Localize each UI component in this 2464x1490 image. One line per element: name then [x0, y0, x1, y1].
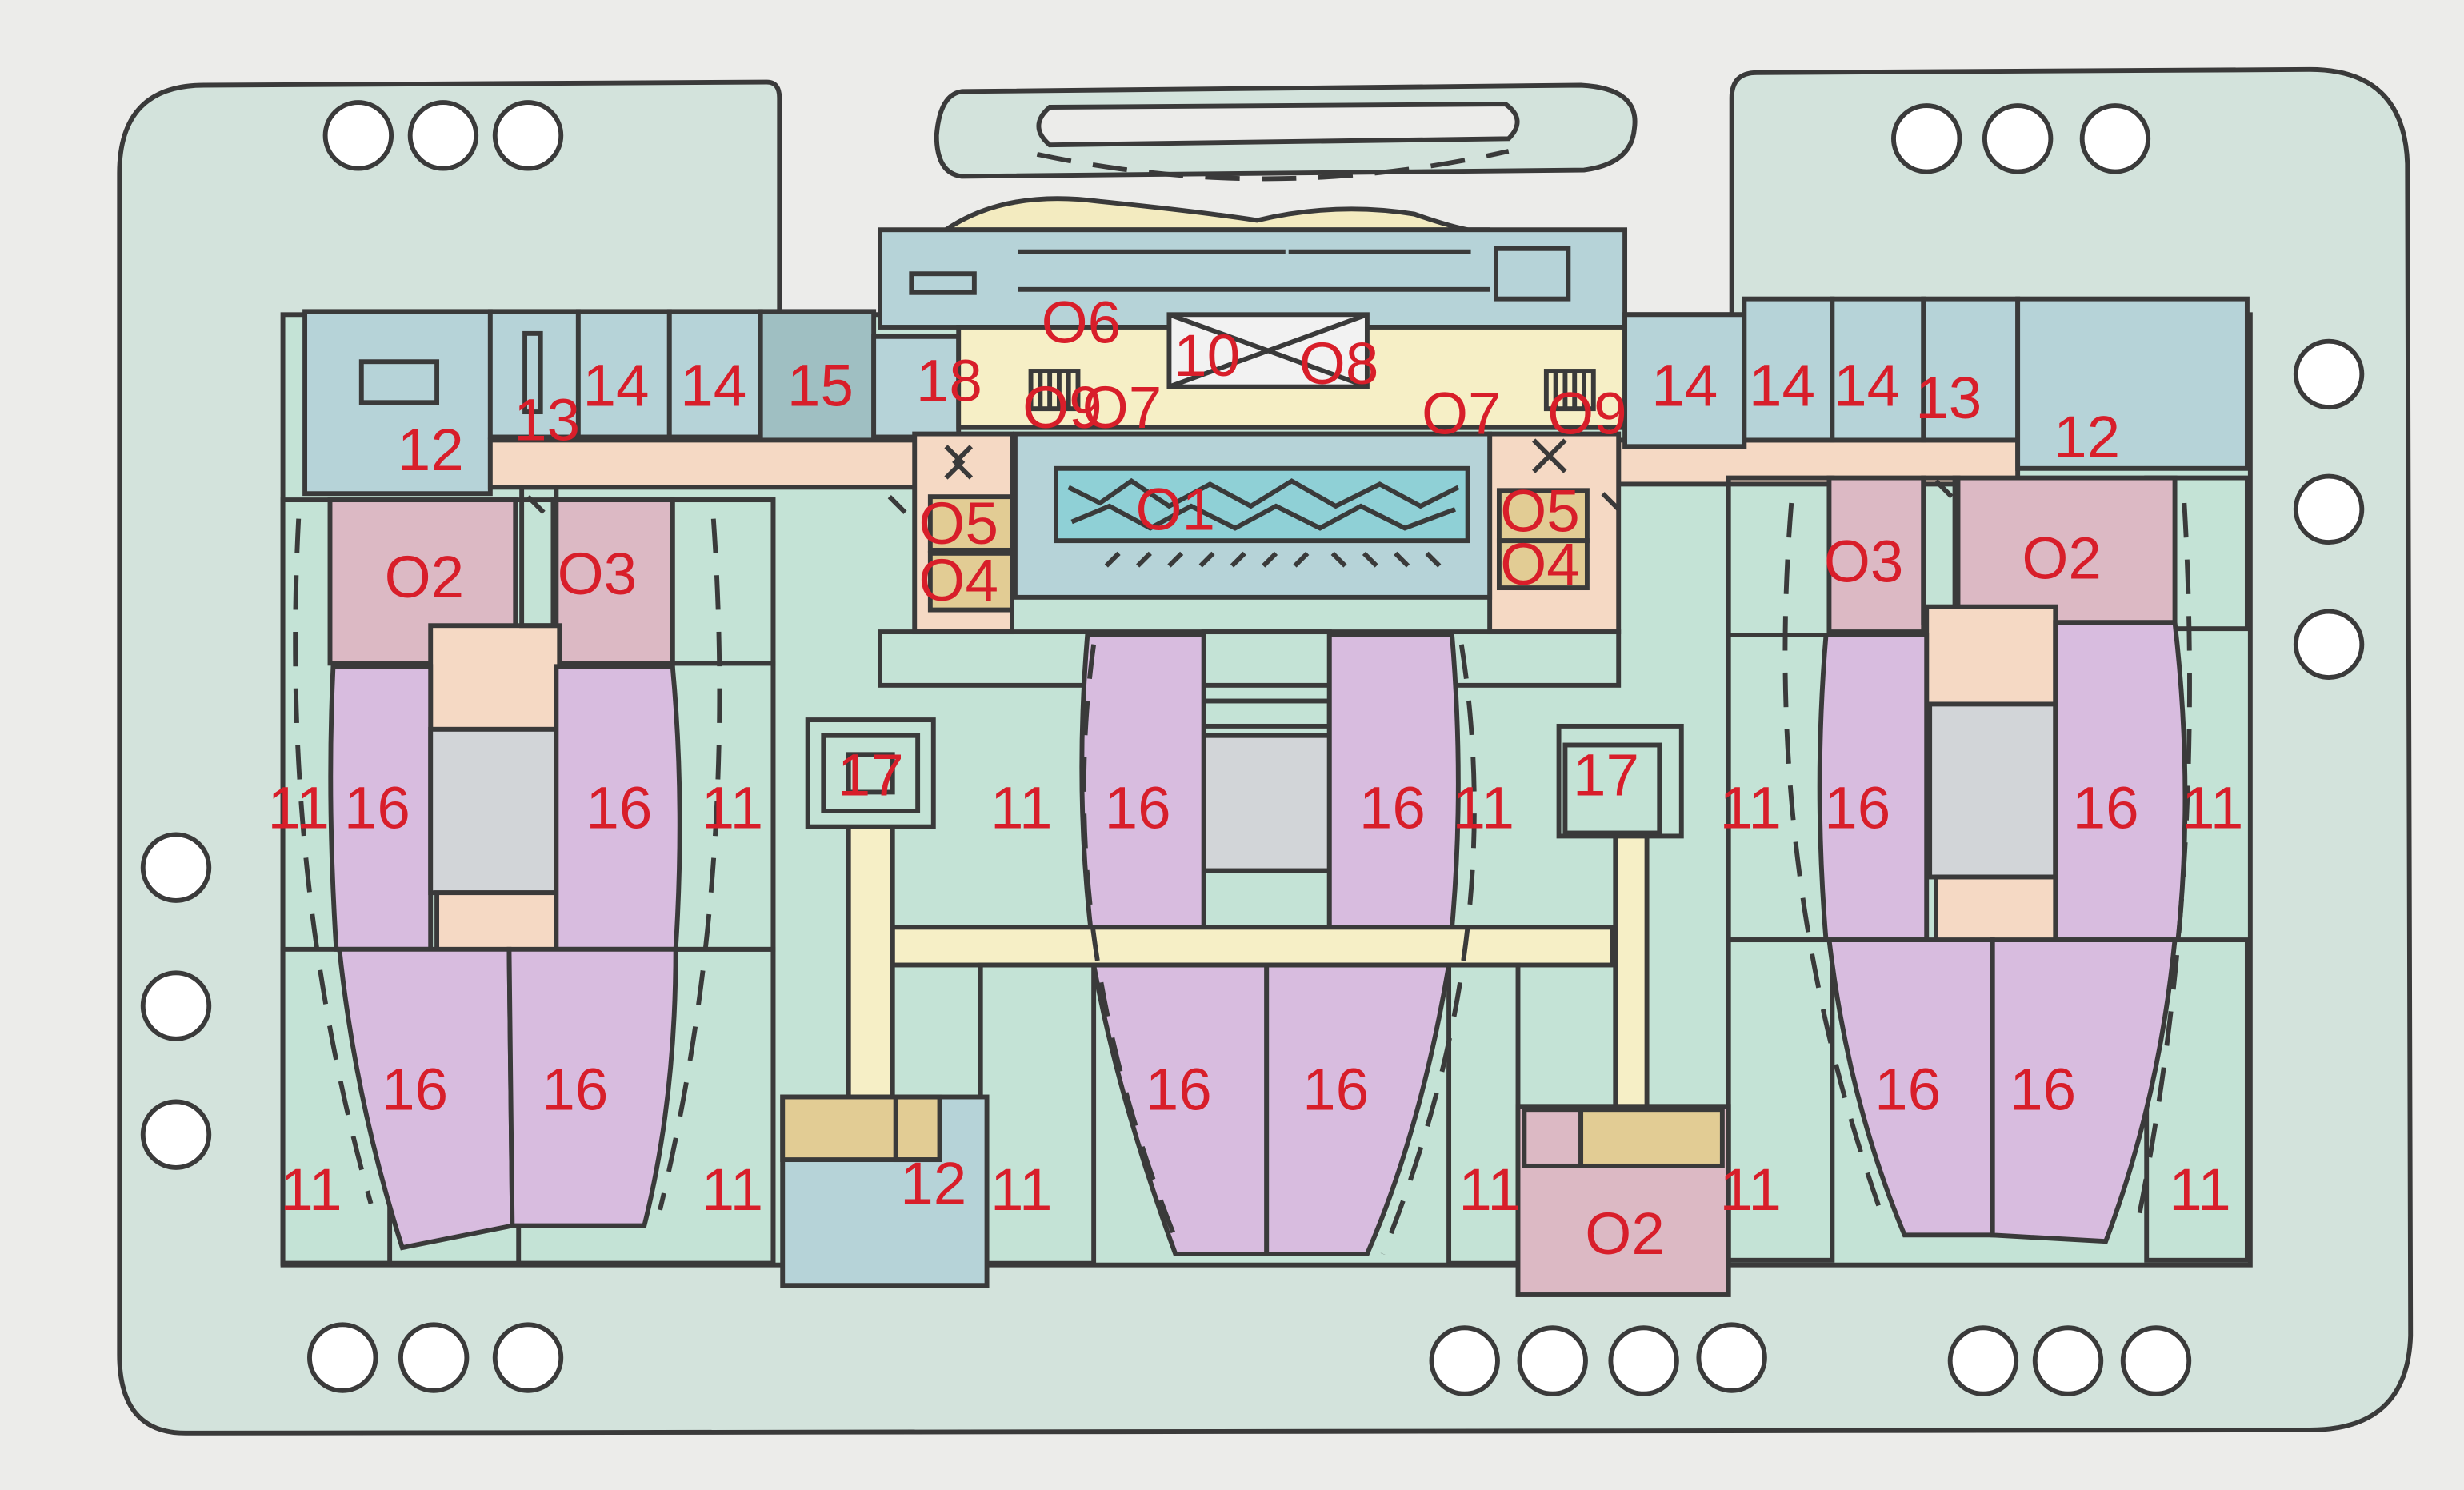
room-03-left — [550, 497, 675, 666]
room-16-center-d — [1264, 962, 1452, 1256]
label-02: O2 — [2022, 524, 2102, 591]
room-03-right — [1826, 475, 1926, 635]
label-12: 12 — [900, 1149, 966, 1216]
label-13: 13 — [1915, 364, 1982, 431]
label-14: 14 — [1834, 351, 1900, 418]
label-15: 15 — [787, 351, 854, 418]
label-03: O3 — [1824, 527, 1904, 594]
label-02: O2 — [1585, 1200, 1665, 1267]
label-10: 10 — [1174, 322, 1240, 389]
label-13: 13 — [514, 386, 580, 453]
label-03: O3 — [558, 540, 638, 607]
label-16: 16 — [344, 774, 410, 841]
room-labels: O1 O2 O2 O2 O3 O3 O4 O4 O5 O5 O6 O7 O7 O… — [267, 289, 2243, 1267]
label-16: 16 — [542, 1055, 608, 1122]
drop-off-island — [1036, 102, 1520, 148]
label-11: 11 — [1453, 774, 1514, 841]
room-16-center-b — [1326, 633, 1461, 930]
pool-water-icon — [1054, 465, 1470, 544]
room-16-left-a — [328, 664, 434, 952]
tree-icon — [140, 100, 2365, 1396]
label-16: 16 — [586, 774, 652, 841]
label-05: O5 — [1500, 477, 1580, 544]
label-16: 16 — [2073, 774, 2139, 841]
label-11: 11 — [2182, 774, 2243, 841]
label-08: O8 — [1299, 330, 1379, 397]
label-17: 17 — [838, 741, 904, 808]
room-12-right — [2015, 296, 2250, 471]
stair-icon — [1028, 369, 1596, 412]
label-05: O5 — [918, 489, 998, 557]
room-16-left-c — [337, 946, 515, 1251]
room-16-right-a — [1817, 633, 1930, 943]
label-11: 11 — [990, 774, 1052, 841]
label-12: 12 — [2054, 403, 2120, 470]
seating-pattern — [1018, 249, 1490, 292]
label-09: O9 — [1022, 373, 1102, 441]
room-14-right-b — [1830, 296, 1926, 443]
label-11: 11 — [702, 774, 763, 841]
label-16: 16 — [1874, 1055, 1941, 1122]
label-14: 14 — [680, 351, 746, 418]
room-14-right-a — [1742, 296, 1835, 443]
label-16: 16 — [1105, 774, 1171, 841]
label-01: O1 — [1136, 475, 1216, 542]
label-14: 14 — [1651, 351, 1718, 418]
room-04-right — [1496, 538, 1590, 591]
label-16: 16 — [1824, 774, 1890, 841]
corridor-north — [487, 437, 965, 490]
label-17: 17 — [1573, 741, 1639, 808]
room-18 — [871, 334, 962, 440]
room-05-right — [1496, 488, 1590, 544]
label-11: 11 — [1458, 1156, 1520, 1223]
label-16: 16 — [1359, 774, 1426, 841]
label-06: O6 — [1042, 289, 1122, 356]
room-16-center-c — [1090, 962, 1270, 1256]
room-16-left-d — [506, 946, 678, 1228]
label-14: 14 — [1749, 351, 1815, 418]
room-16-center-a — [1079, 633, 1206, 930]
door-swing-icon — [526, 438, 1954, 514]
label-04: O4 — [1500, 530, 1580, 597]
label-11: 11 — [1719, 1156, 1781, 1223]
room-16-right-d — [1990, 937, 2178, 1244]
label-07: O7 — [1082, 373, 1162, 441]
label-11: 11 — [267, 774, 329, 841]
label-16: 16 — [1146, 1055, 1212, 1122]
label-16: 16 — [2010, 1055, 2076, 1122]
room-06 — [878, 227, 1628, 330]
room-13-right — [1921, 296, 2021, 443]
label-11: 11 — [702, 1156, 763, 1223]
label-12: 12 — [398, 416, 464, 483]
sand-area — [938, 196, 1491, 234]
label-11: 11 — [280, 1156, 342, 1223]
room-15 — [758, 309, 877, 443]
label-14: 14 — [582, 351, 649, 418]
label-04: O4 — [918, 546, 998, 613]
label-11: 11 — [990, 1156, 1052, 1223]
label-11: 11 — [1719, 774, 1781, 841]
room-05-left — [927, 494, 1014, 553]
label-07: O7 — [1422, 380, 1502, 447]
room-02-right — [1952, 475, 2178, 625]
label-18: 18 — [916, 346, 982, 413]
room-16-left-b — [554, 664, 682, 952]
label-16: 16 — [382, 1055, 448, 1122]
label-09: O9 — [1547, 380, 1627, 447]
lounge-chair-icon — [1104, 551, 1442, 568]
label-11: 11 — [2169, 1156, 2230, 1223]
room-16-right-c — [1826, 937, 1995, 1238]
room-04-left — [927, 550, 1014, 613]
label-02: O2 — [385, 543, 465, 610]
label-16: 16 — [1302, 1055, 1369, 1122]
